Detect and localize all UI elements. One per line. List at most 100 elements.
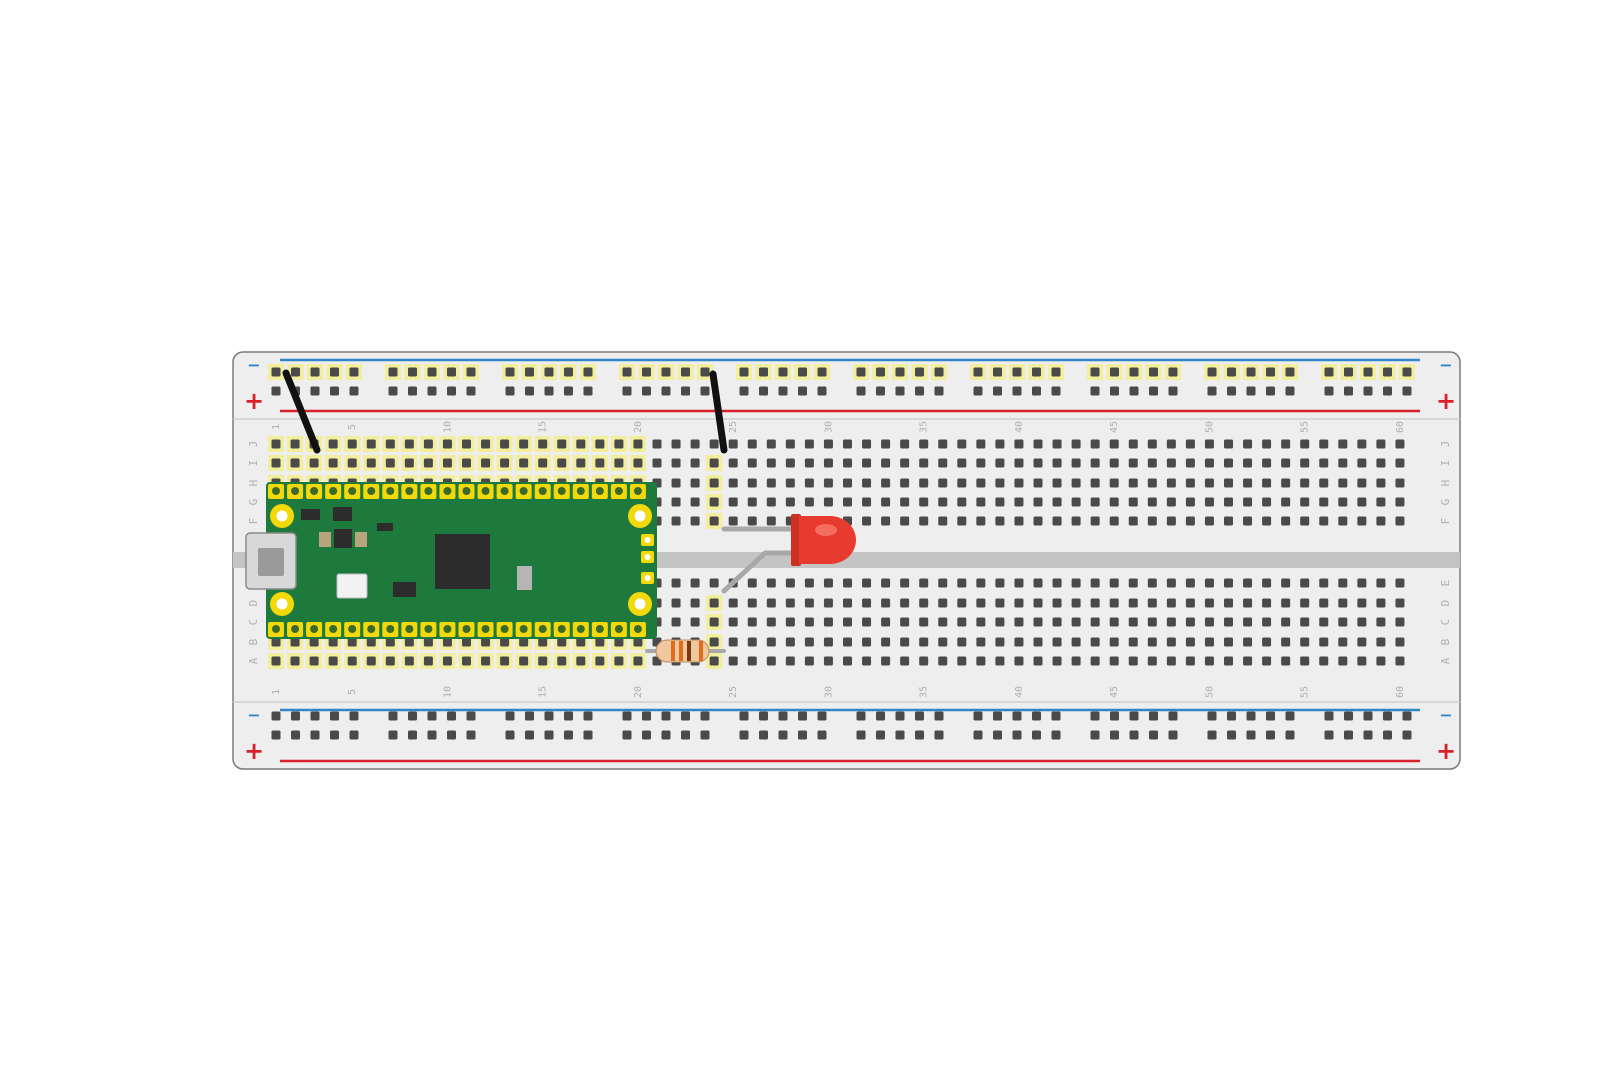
led-rim [791, 514, 801, 566]
hole [1281, 497, 1291, 507]
hole [900, 637, 910, 647]
row-letter-right: J [1439, 441, 1452, 448]
hole [993, 711, 1002, 721]
hole [1052, 439, 1062, 449]
hole [1402, 386, 1412, 396]
hole [1052, 478, 1062, 488]
pico-pin-hole [310, 625, 319, 633]
hole [1243, 656, 1253, 666]
jumper-wire-gnd-2 [709, 370, 728, 454]
hole [976, 598, 986, 608]
hole [1032, 730, 1041, 740]
hole [690, 617, 700, 627]
resistor-band [679, 641, 683, 661]
hole [505, 386, 515, 396]
hole [976, 637, 986, 647]
hole [1109, 497, 1119, 507]
pico-pin-hole [557, 487, 566, 495]
hole [595, 439, 605, 449]
hole [576, 439, 586, 449]
hole [671, 598, 681, 608]
hole [1344, 367, 1353, 377]
hole [1324, 367, 1334, 377]
hole [544, 386, 554, 396]
row-letter-right: A [1439, 657, 1452, 664]
hole [291, 367, 300, 377]
hole [1224, 458, 1233, 468]
hole [1090, 516, 1100, 526]
hole [271, 367, 281, 377]
hole [900, 458, 910, 468]
hole [442, 637, 452, 647]
hole [785, 439, 795, 449]
hole [633, 656, 643, 666]
hole [1014, 458, 1024, 468]
pico-pin-hole [500, 625, 509, 633]
rail-plus-label: + [244, 387, 264, 415]
hole [310, 730, 320, 740]
hole [583, 730, 593, 740]
hole [1147, 478, 1157, 488]
hole [1147, 598, 1157, 608]
hole [309, 458, 319, 468]
hole [1357, 578, 1367, 588]
hole [1262, 497, 1272, 507]
hole [862, 497, 872, 507]
hole [1204, 458, 1214, 468]
hole [385, 656, 395, 666]
hole [310, 367, 320, 377]
column-number-bottom: 55 [1300, 686, 1311, 698]
hole [995, 617, 1005, 627]
hole [728, 478, 738, 488]
hole [1227, 730, 1236, 740]
hole [595, 656, 605, 666]
hole [1243, 458, 1253, 468]
pico-pin-hole [329, 487, 338, 495]
hole [1110, 386, 1119, 396]
hole [349, 711, 359, 721]
hole [309, 637, 319, 647]
hole [622, 386, 632, 396]
hole [957, 578, 967, 588]
hole [1166, 578, 1176, 588]
hole [1281, 656, 1291, 666]
column-number-bottom: 50 [1204, 686, 1215, 698]
hole [1128, 439, 1138, 449]
jumper-wire-gnd-1 [282, 369, 321, 454]
hole [462, 439, 471, 449]
hole [1149, 711, 1158, 721]
hole [614, 637, 624, 647]
hole [690, 478, 700, 488]
led-highlight [815, 524, 837, 536]
hole [408, 386, 417, 396]
hole [919, 637, 929, 647]
smd-component [301, 509, 320, 520]
hole [385, 458, 395, 468]
column-number-top: 40 [1014, 421, 1025, 433]
hole [876, 711, 885, 721]
hole [1051, 730, 1061, 740]
hole [766, 578, 776, 588]
hole [747, 637, 757, 647]
hole [690, 458, 700, 468]
hole [1129, 386, 1139, 396]
hole [900, 656, 910, 666]
hole [544, 730, 554, 740]
hole [957, 617, 967, 627]
hole [1185, 617, 1195, 627]
hole [739, 711, 749, 721]
hole [1338, 578, 1348, 588]
hole [1262, 516, 1272, 526]
column-number-bottom: 45 [1109, 686, 1120, 698]
hole [564, 711, 573, 721]
hole [881, 439, 891, 449]
column-number-bottom: 30 [823, 686, 834, 698]
hole [1052, 656, 1062, 666]
hole [1147, 439, 1157, 449]
hole [1357, 497, 1367, 507]
hole [349, 386, 359, 396]
hole [1227, 711, 1236, 721]
pico-pin-hole [595, 625, 604, 633]
hole [766, 617, 776, 627]
hole [1033, 578, 1043, 588]
